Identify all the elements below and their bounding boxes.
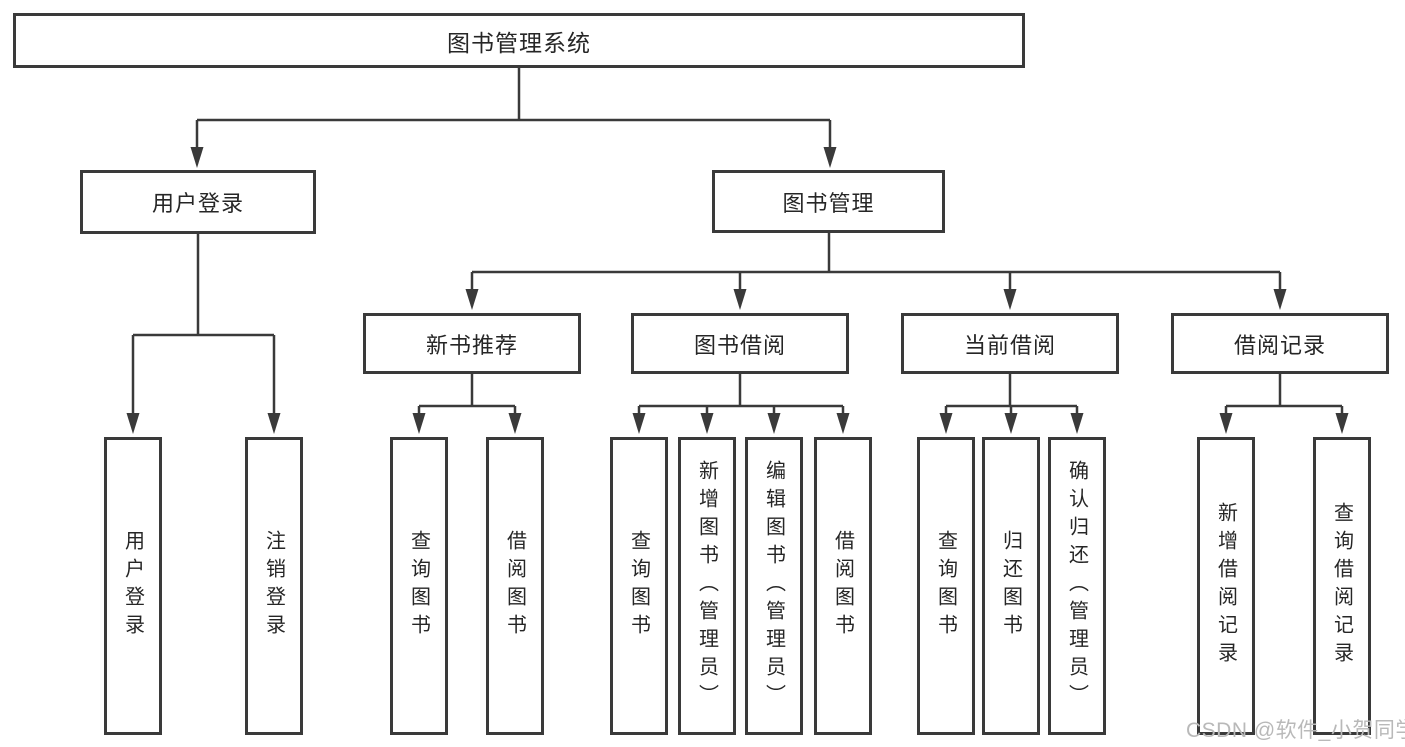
connector-line xyxy=(470,233,1282,292)
node-book-borrowing: 图书借阅 xyxy=(631,313,849,374)
csdn-watermark: CSDN @软件_小贺同学 xyxy=(1186,719,1405,742)
connector-line xyxy=(944,374,1079,416)
arrowhead-leaf-query-book xyxy=(939,413,953,434)
arrowhead-leaf-logout-login xyxy=(267,413,281,434)
connector-book-management-to-level2 xyxy=(465,233,1287,310)
arrowhead-new-book-recommend xyxy=(465,289,479,310)
connector-line xyxy=(1224,374,1344,416)
arrowhead-leaf-query-record xyxy=(1335,413,1349,434)
arrowhead-leaf-borrow-book xyxy=(508,413,522,434)
connector-root-to-level1 xyxy=(190,68,837,168)
node-current-borrowing: 当前借阅 xyxy=(901,313,1119,374)
arrowhead-leaf-add-book xyxy=(700,413,714,434)
connector-line xyxy=(417,374,517,416)
node-new-book-recommend: 新书推荐 xyxy=(363,313,581,374)
connector-line xyxy=(195,68,832,150)
connector-user-login-to-leaves xyxy=(126,234,281,434)
leaf-recommend-borrow-book: 借阅图书 xyxy=(486,437,544,735)
leaf-records-query-record: 查询借阅记录 xyxy=(1313,437,1371,735)
node-book-management: 图书管理 xyxy=(712,170,945,233)
leaf-borrowing-query-book: 查询图书 xyxy=(610,437,668,735)
connector-line xyxy=(131,234,276,416)
leaf-current-query-book: 查询图书 xyxy=(917,437,975,735)
leaf-user-login: 用户登录 xyxy=(104,437,162,735)
connector-recommend-to-leaves xyxy=(412,374,522,434)
arrowhead-leaf-return-book xyxy=(1004,413,1018,434)
arrowhead-leaf-query-book xyxy=(632,413,646,434)
leaf-borrowing-borrow-book: 借阅图书 xyxy=(814,437,872,735)
leaf-records-add-record: 新增借阅记录 xyxy=(1197,437,1255,735)
leaf-current-return-book: 归还图书 xyxy=(982,437,1040,735)
leaf-recommend-query-book: 查询图书 xyxy=(390,437,448,735)
leaf-borrowing-add-book-admin: 新增图书（管理员） xyxy=(678,437,736,735)
arrowhead-borrowing-records xyxy=(1273,289,1287,310)
arrowhead-leaf-query-book xyxy=(412,413,426,434)
arrowhead-book-management xyxy=(823,147,837,168)
leaf-borrowing-edit-book-admin: 编辑图书（管理员） xyxy=(745,437,803,735)
node-borrowing-records: 借阅记录 xyxy=(1171,313,1389,374)
arrowhead-current-borrowing xyxy=(1003,289,1017,310)
arrowhead-user-login xyxy=(190,147,204,168)
node-user-login: 用户登录 xyxy=(80,170,316,234)
arrowhead-book-borrowing xyxy=(733,289,747,310)
connector-line xyxy=(637,374,845,416)
arrowhead-leaf-edit-book xyxy=(767,413,781,434)
node-root-system: 图书管理系统 xyxy=(13,13,1025,68)
arrowhead-leaf-add-record xyxy=(1219,413,1233,434)
arrowhead-leaf-borrow-book xyxy=(836,413,850,434)
connector-current-to-leaves xyxy=(939,374,1084,434)
leaf-current-confirm-return-admin: 确认归还（管理员） xyxy=(1048,437,1106,735)
leaf-logout-login: 注销登录 xyxy=(245,437,303,735)
arrowhead-leaf-confirm-return xyxy=(1070,413,1084,434)
arrowhead-leaf-user-login xyxy=(126,413,140,434)
connector-borrowing-to-leaves xyxy=(632,374,850,434)
connector-records-to-leaves xyxy=(1219,374,1349,434)
